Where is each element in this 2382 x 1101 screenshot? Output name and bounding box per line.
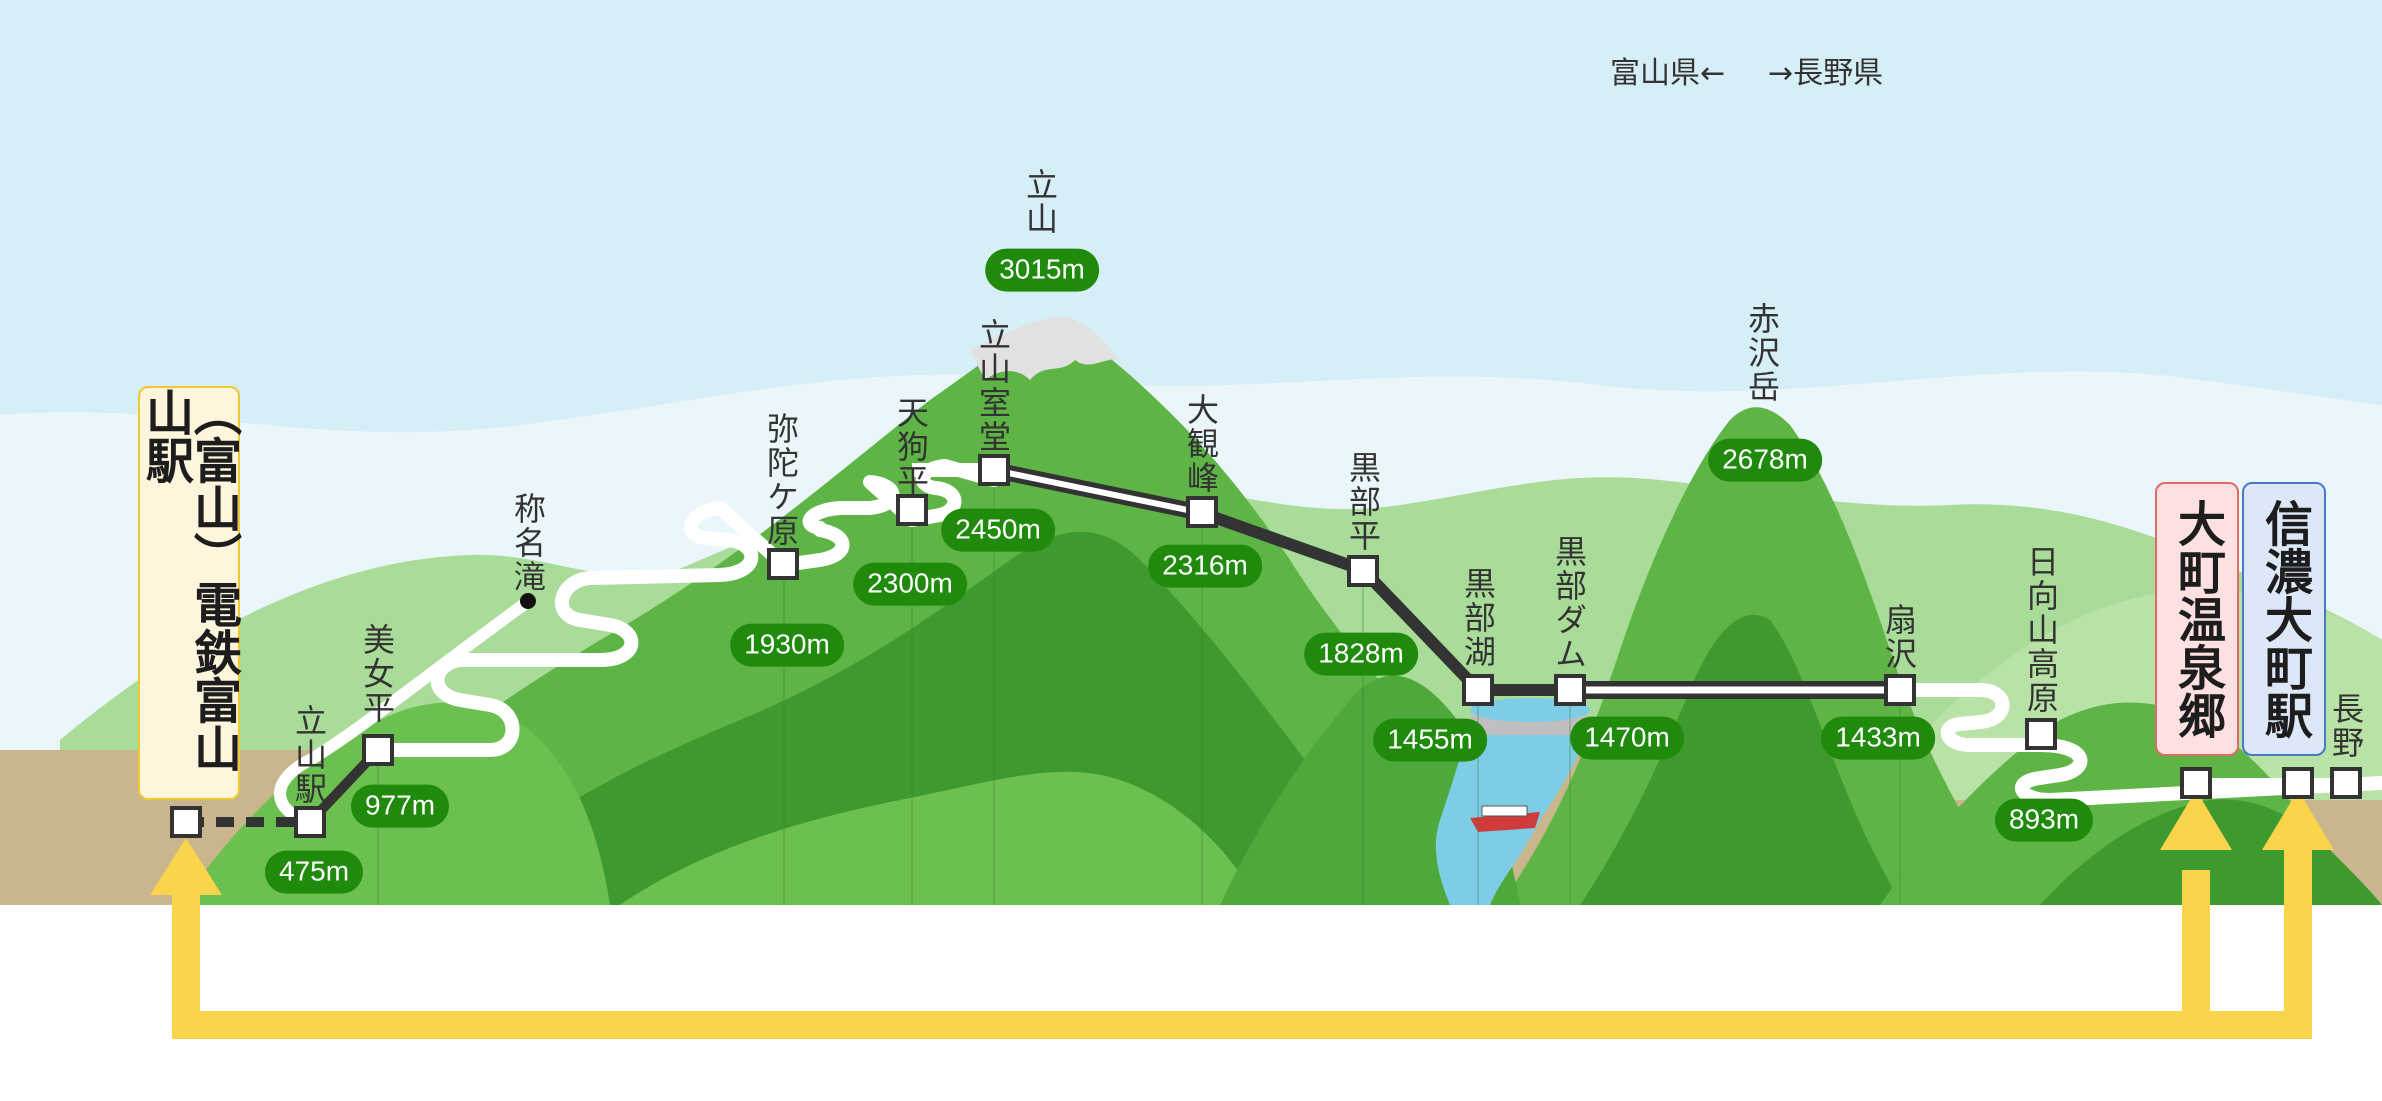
prefecture-left: 富山県← — [1610, 56, 1726, 91]
terminal-dentetsu-toyama-label: （富山）電鉄富山山駅 — [137, 388, 241, 772]
station-kurobe-dam-elevation: 1470m — [1570, 716, 1684, 760]
station-ogizawa-name: 扇沢 — [1880, 603, 1918, 671]
station-murodo-name: 立山室堂 — [974, 318, 1012, 454]
terminal-shinano-omachi-label: 信濃大町駅 — [2256, 499, 2312, 739]
terminal-shinano-omachi: 信濃大町駅 — [2242, 482, 2326, 756]
peak-akazawadake-elevation: 2678m — [1708, 438, 1822, 482]
station-bijodaira-elevation: 977m — [350, 784, 450, 828]
prefecture-right: →長野県 — [1768, 56, 1884, 91]
station-nagano-name: 長野 — [2327, 692, 2365, 760]
peak-akazawadake-name: 赤沢岳 — [1743, 302, 1781, 404]
station-ogizawa-elevation: 1433m — [1821, 716, 1935, 760]
station-marker-hinatayama — [2025, 718, 2057, 750]
station-markers — [170, 454, 2362, 838]
peak-tateyama-elevation: 3015m — [985, 248, 1099, 292]
shomyo-road — [274, 594, 536, 828]
station-marker-daikanbo — [1186, 496, 1218, 528]
station-marker-kurobeko — [1462, 674, 1494, 706]
station-tateyama-elevation: 475m — [264, 850, 364, 894]
station-daikanbo-elevation: 2316m — [1148, 544, 1262, 588]
sightseeing-boat-icon — [1470, 805, 1540, 832]
station-midagahara-name: 弥陀ケ原 — [762, 412, 800, 548]
station-midagahara-elevation: 1930m — [730, 623, 844, 667]
snow-cap — [970, 316, 1120, 380]
station-marker-ogizawa — [1884, 674, 1916, 706]
station-marker-nagano — [2330, 767, 2362, 799]
akazawadake-shadow — [1580, 614, 1900, 905]
station-kurobedaira-name: 黒部平 — [1344, 451, 1382, 553]
station-marker-murodo — [978, 454, 1010, 486]
station-tengudaira-name: 天狗平 — [892, 396, 930, 498]
station-daikanbo-name: 大観峰 — [1182, 393, 1220, 495]
station-marker-kurobe-dam — [1554, 674, 1586, 706]
shomyo-falls-marker — [520, 593, 536, 609]
landmark-shomyo-falls: 称名滝 — [509, 492, 547, 594]
station-marker-bijodaira — [362, 734, 394, 766]
station-hinatayama-elevation: 893m — [1994, 798, 2094, 842]
station-kurobeko-name: 黒部湖 — [1459, 567, 1497, 669]
station-kurobe-dam-name: 黒部ダム — [1550, 535, 1588, 671]
station-marker-omachi-onsen — [2180, 767, 2212, 799]
station-marker-tateyama — [294, 806, 326, 838]
station-tengudaira-elevation: 2300m — [853, 562, 967, 606]
station-marker-shinano-omachi — [2282, 767, 2314, 799]
station-hinatayama-name: 日向山高原 — [2022, 545, 2060, 715]
terminal-dentetsu-toyama: （富山）電鉄富山山駅 — [137, 386, 241, 800]
station-tateyama-name: 立山駅 — [290, 704, 328, 806]
return-route-arrow — [150, 790, 2334, 1039]
terminal-omachi-onsen-label: 大町温泉郷 — [2169, 499, 2225, 739]
tateyama-foothill — [620, 771, 1260, 905]
station-marker-kurobedaira — [1347, 555, 1379, 587]
station-kurobedaira-elevation: 1828m — [1304, 632, 1418, 676]
station-marker-midagahara — [767, 548, 799, 580]
station-marker-tengudaira — [896, 494, 928, 526]
station-marker-dentetsu — [170, 806, 202, 838]
peak-tateyama-name: 立山 — [1021, 168, 1059, 236]
terminal-omachi-onsen: 大町温泉郷 — [2155, 482, 2239, 756]
station-murodo-elevation: 2450m — [941, 508, 1055, 552]
station-kurobeko-elevation: 1455m — [1373, 718, 1487, 762]
station-bijodaira-name: 美女平 — [358, 623, 396, 725]
